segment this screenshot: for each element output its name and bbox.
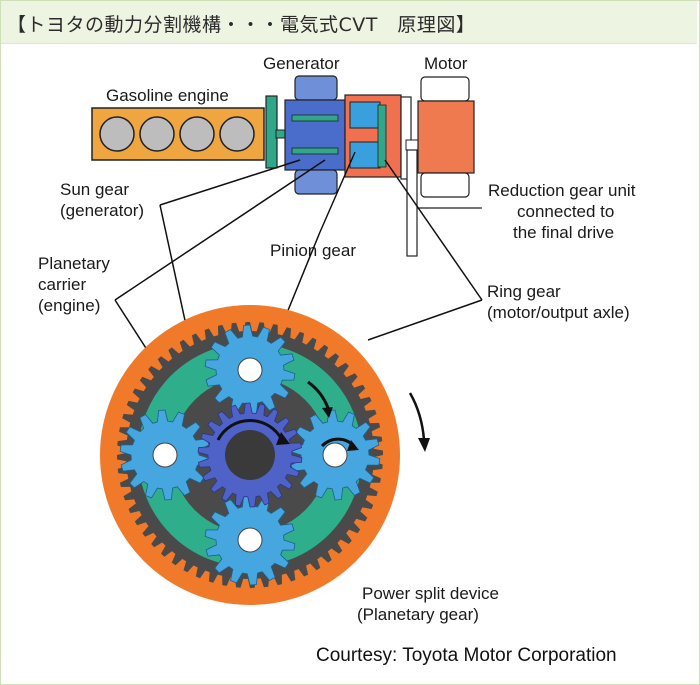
sun-shaft-lower	[291, 147, 339, 155]
motor-bottom-cap	[420, 172, 470, 198]
pinion-leader-top	[319, 151, 356, 233]
ring-arrow-head	[418, 438, 430, 452]
generator-unit	[284, 75, 346, 195]
generator-rotor	[284, 99, 346, 171]
generator-top-cap	[294, 75, 338, 101]
cylinder-3	[179, 116, 215, 152]
engine-flange	[265, 95, 278, 169]
pinion-arrow-head	[347, 440, 359, 451]
carrier-label-line1: Planetary	[38, 254, 110, 273]
ring-gear-housing	[344, 94, 402, 178]
motor-unit	[417, 76, 475, 198]
pinion-axle-3	[237, 527, 263, 553]
pinion-axle-4	[152, 442, 178, 468]
cylinder-2	[139, 116, 175, 152]
sun-rotation-arrow	[216, 418, 284, 441]
cylinder-1	[99, 116, 135, 152]
motor-label: Motor	[424, 54, 468, 73]
gasoline-engine-label: Gasoline engine	[106, 86, 229, 105]
carrier-rotation-arrow	[307, 380, 330, 409]
sun-gear-label-line2: (generator)	[60, 201, 144, 220]
generator-label: Generator	[263, 54, 340, 73]
carrier-arrow-head	[322, 407, 333, 418]
pinion-gears	[119, 324, 381, 586]
carrier-leader-top	[114, 159, 326, 301]
pinion-axle-1	[237, 357, 263, 383]
pinion-lower	[349, 141, 381, 169]
carrier-label-line2: carrier	[38, 275, 87, 294]
carrier-plate	[377, 104, 387, 168]
motor-top-cap	[420, 76, 470, 102]
sun-arrow-head	[276, 432, 290, 445]
generator-bottom-cap	[294, 169, 338, 195]
ring-gear-label-line2: (motor/output axle)	[487, 303, 630, 322]
ring-leader-bottom	[367, 299, 483, 341]
pinion-upper	[349, 101, 381, 129]
reduction-gear-label-line2: connected to	[517, 202, 614, 221]
psd-label-line1: Power split device	[362, 584, 499, 603]
ring-output-flange	[400, 96, 412, 180]
header-bar: 【トヨタの動力分割機構・・・電気式CVT 原理図】	[1, 1, 697, 44]
ring-leader-top	[384, 159, 483, 301]
psd-label-line2: (Planetary gear)	[357, 605, 479, 624]
page-title: 【トヨタの動力分割機構・・・電気式CVT 原理図】	[7, 14, 476, 36]
ring-gear-label-line1: Ring gear	[487, 282, 561, 301]
courtesy-credit: Courtesy: Toyota Motor Corporation	[316, 645, 617, 666]
reduction-gear-label-line1: Reduction gear unit	[488, 181, 636, 200]
sun-gear-label-line1: Sun gear	[60, 180, 129, 199]
carrier-label-line3: (engine)	[38, 296, 100, 315]
reduction-gear-plate	[406, 149, 418, 257]
reduction-gear-label-line3: the final drive	[513, 223, 614, 242]
sun-shaft-upper	[291, 114, 339, 122]
pinion-axle-2	[322, 442, 348, 468]
planetary-gearset	[100, 305, 400, 605]
ring-rotation-arrow	[408, 392, 426, 441]
sun-leader-top	[159, 159, 301, 206]
engine-cylinders	[99, 116, 255, 152]
sun-gear-hub	[225, 430, 275, 480]
motor-rotor	[417, 100, 475, 174]
cylinder-4	[219, 116, 255, 152]
